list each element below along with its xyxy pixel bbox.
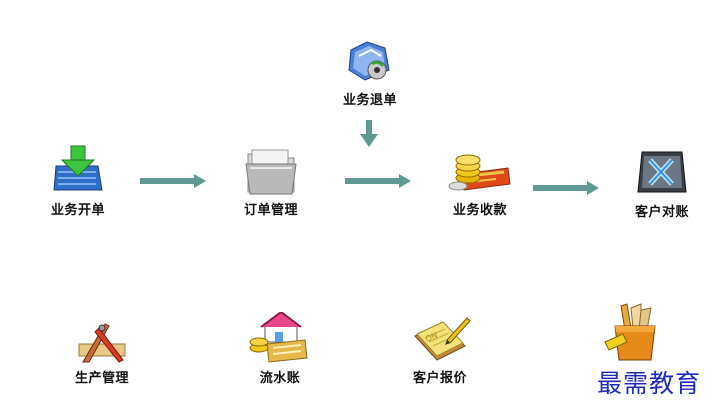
collection-label: 业务收款	[452, 203, 507, 218]
return-order-button[interactable]: 业务退单	[330, 36, 410, 108]
pencil-cup-icon	[596, 302, 666, 364]
open-order-label: 业务开单	[50, 203, 105, 218]
watermark-text: 最需教育	[597, 369, 702, 398]
right-arrow	[345, 174, 411, 188]
quotation-button[interactable]: ON 客户报价	[400, 316, 480, 386]
ledger-label: 流水账	[259, 371, 301, 386]
right-arrow	[533, 181, 599, 195]
ledger-button[interactable]: 流水账	[240, 312, 320, 386]
house-money-icon	[240, 312, 320, 364]
return-order-label: 业务退单	[342, 93, 397, 108]
order-management-label: 订单管理	[243, 203, 298, 218]
notepad-pen-icon: ON	[400, 316, 480, 364]
reconciliation-button[interactable]: 客户对账	[622, 148, 702, 220]
coins-card-icon	[440, 148, 520, 196]
quotation-label: 客户报价	[412, 371, 467, 386]
folder-cd-icon	[330, 36, 410, 86]
right-arrow	[140, 174, 206, 188]
open-order-button[interactable]: 业务开单	[38, 144, 118, 218]
tools-cup-button[interactable]	[596, 302, 666, 364]
down-arrow	[360, 120, 378, 147]
production-management-label: 生产管理	[74, 371, 129, 386]
download-box-icon	[38, 144, 118, 196]
collection-button[interactable]: 业务收款	[440, 148, 520, 218]
production-management-button[interactable]: 生产管理	[62, 322, 142, 386]
folder-icon	[231, 146, 311, 196]
drafting-tools-icon	[62, 322, 142, 364]
reconciliation-label: 客户对账	[634, 205, 689, 220]
order-management-button[interactable]: 订单管理	[231, 146, 311, 218]
x-box-icon	[622, 148, 702, 198]
